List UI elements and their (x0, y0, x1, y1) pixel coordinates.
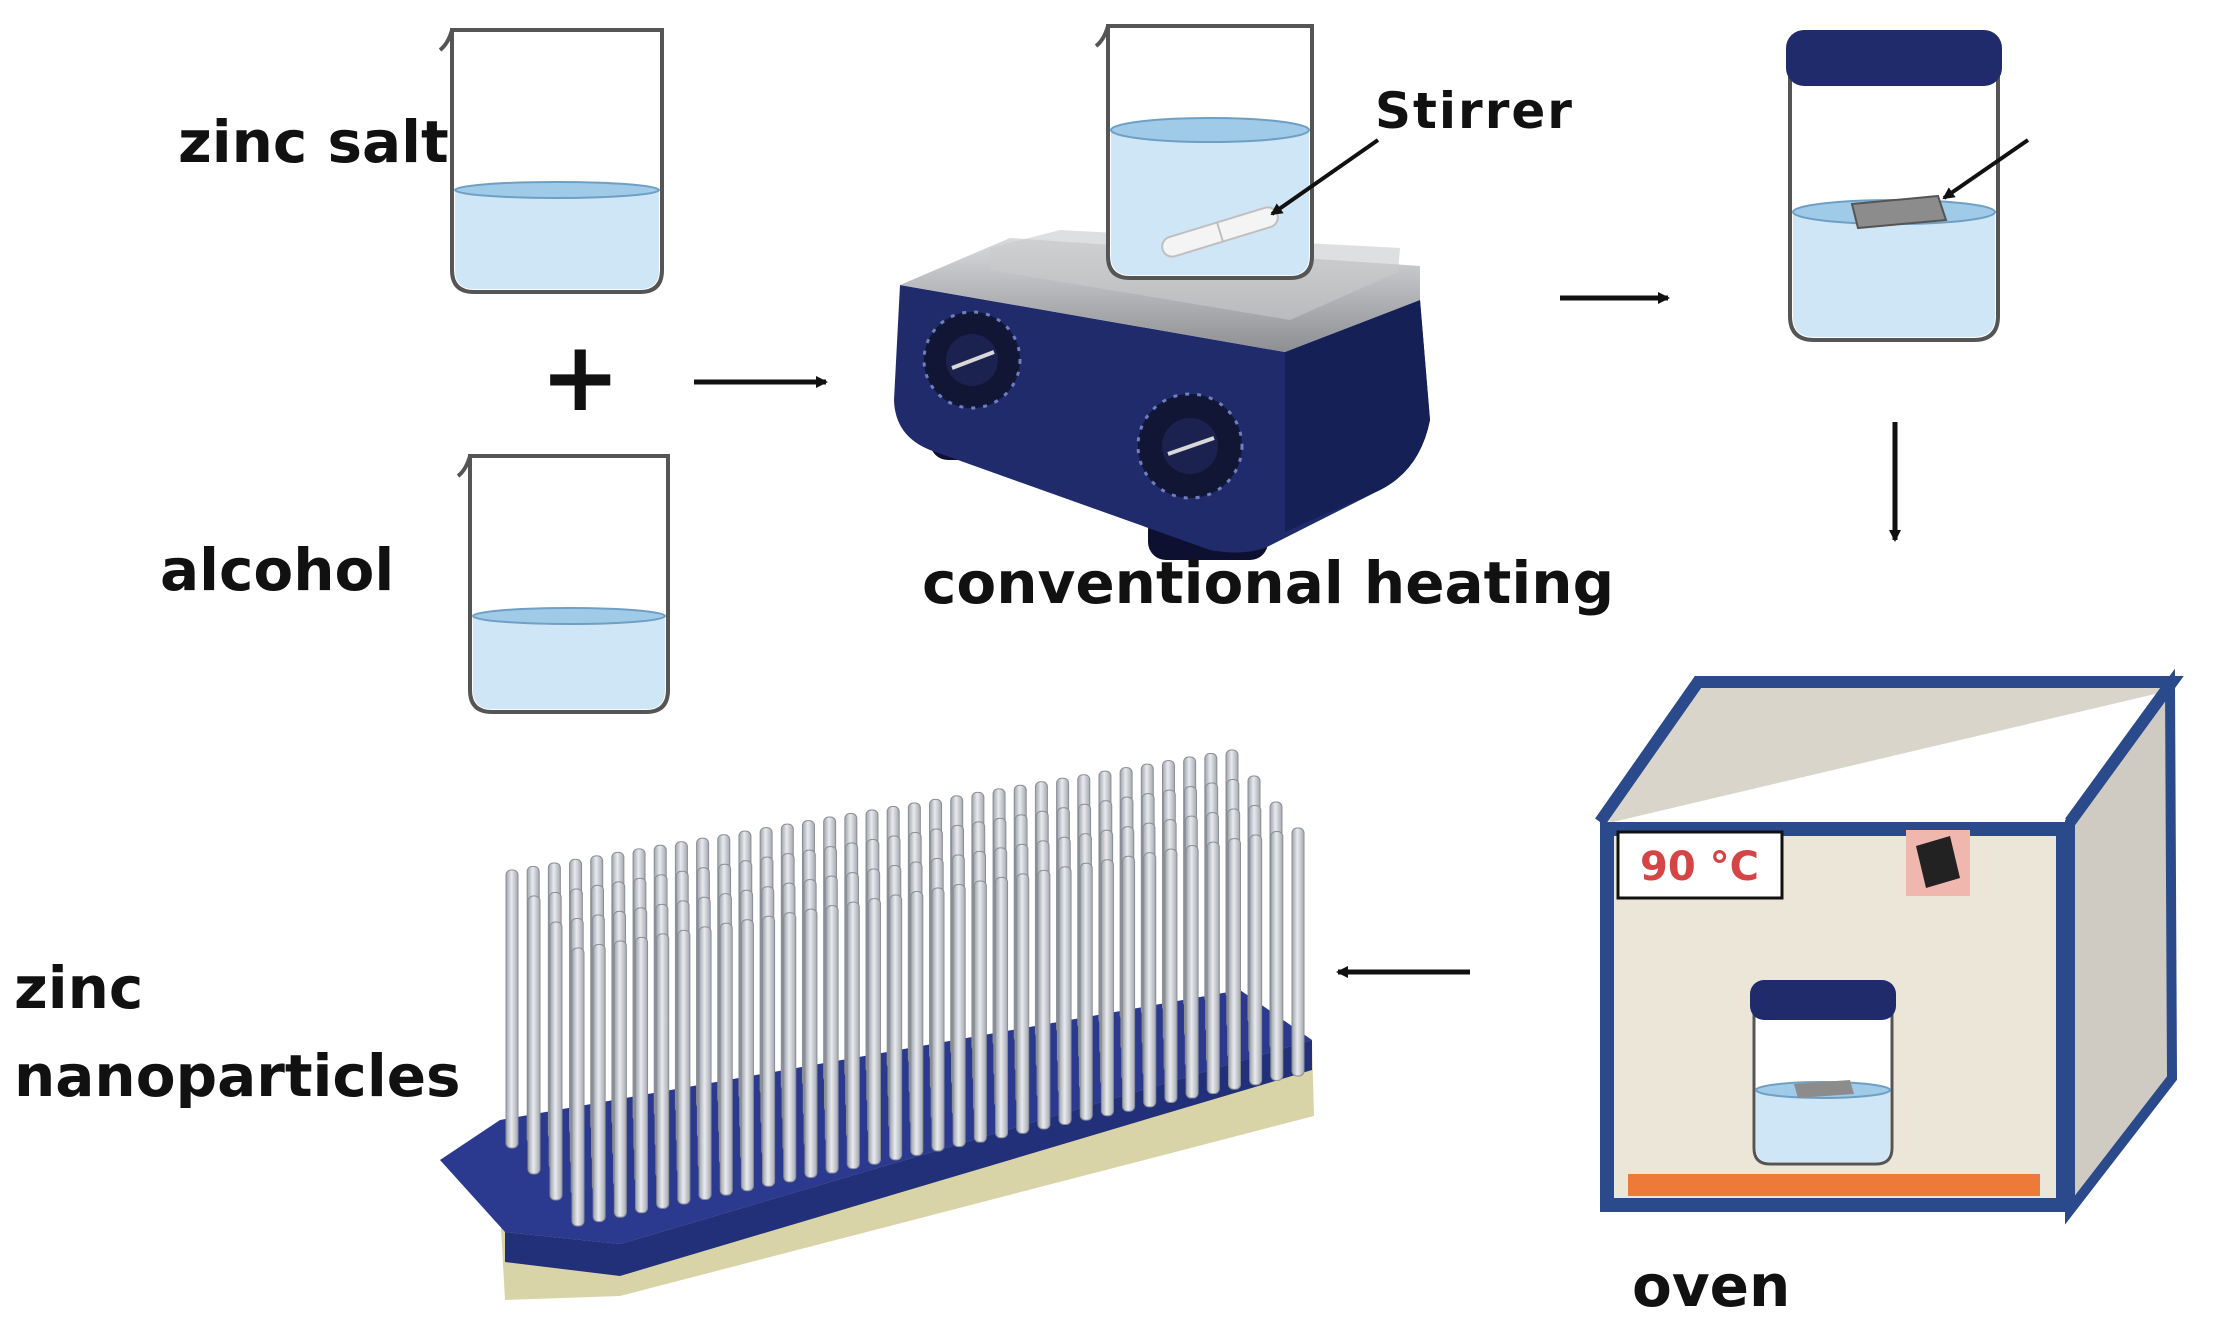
nanorod (846, 901, 860, 1170)
hotplate-stirrer-icon (894, 230, 1430, 560)
oven-icon (1595, 668, 2184, 1225)
nanorod (635, 936, 649, 1214)
nanorod-array-icon (440, 749, 1314, 1300)
nanorod (1206, 841, 1220, 1095)
nanorod (973, 880, 987, 1143)
nanorod (1037, 869, 1051, 1130)
nanorod (1143, 852, 1157, 1108)
nanorod (719, 922, 733, 1196)
nanorod (613, 940, 627, 1218)
nanorod (889, 894, 903, 1161)
nanorod (783, 912, 797, 1183)
nanorod (1122, 855, 1136, 1112)
nanorod (527, 895, 541, 1175)
stirring-beaker (1094, 24, 1314, 280)
oven: 90 °C (1595, 668, 2184, 1225)
nanorod (1270, 831, 1284, 1081)
substrate-pointer-arrow (1942, 138, 2030, 200)
stirrer-pointer-arrow (1270, 138, 1380, 216)
zinc-salt-beaker (438, 28, 664, 294)
nanorod (1079, 862, 1093, 1121)
sealed-jar-icon (1786, 30, 2002, 342)
nanorod (762, 915, 776, 1187)
nanorod (804, 908, 818, 1178)
nanorod (1164, 848, 1178, 1103)
nanorod (952, 883, 966, 1148)
beaker-icon (1094, 24, 1314, 280)
nanorod (1016, 873, 1030, 1134)
nanorod (549, 921, 563, 1201)
product-label-line2: nanoparticles (14, 1042, 461, 1110)
beaker-icon (438, 28, 664, 294)
nanorod (1100, 859, 1114, 1117)
nanorod (995, 876, 1009, 1139)
alcohol-label: alcohol (160, 536, 394, 604)
nanorod (1227, 838, 1241, 1090)
nanorod (740, 919, 754, 1192)
nanorod (698, 926, 712, 1201)
oven-temperature-label: 90 °C (1640, 844, 1759, 890)
alcohol-beaker (456, 454, 670, 714)
product-label-line1: zinc (14, 954, 143, 1022)
nanorod (910, 891, 924, 1156)
nanorod (867, 898, 881, 1165)
oven-switch-icon (1906, 830, 1970, 896)
nanorod-array (440, 749, 1314, 1300)
nanorod (1185, 845, 1199, 1099)
nanorod (656, 933, 670, 1209)
dial-right (1136, 392, 1244, 500)
nanorod (1249, 834, 1263, 1086)
oven-label: oven (1632, 1252, 1790, 1320)
stirrer-label: Stirrer (1375, 82, 1574, 140)
nanorod (1291, 827, 1305, 1077)
nanorod (677, 929, 691, 1205)
conventional-heating-label: conventional heating (922, 549, 1614, 617)
nanorod (505, 869, 519, 1149)
sealed-jar-icon (1750, 980, 1896, 1166)
plus-sign: + (540, 321, 620, 433)
nanorod (592, 943, 606, 1223)
nanorod (1058, 866, 1072, 1126)
nanorod (931, 887, 945, 1152)
zinc-salt-label: zinc salt (178, 108, 449, 176)
beaker-icon (456, 454, 670, 714)
nanorod (571, 947, 585, 1227)
sealed-jar (1786, 30, 2030, 342)
nanorod (825, 905, 839, 1174)
dial-left (922, 310, 1022, 410)
nanorods (505, 749, 1305, 1227)
